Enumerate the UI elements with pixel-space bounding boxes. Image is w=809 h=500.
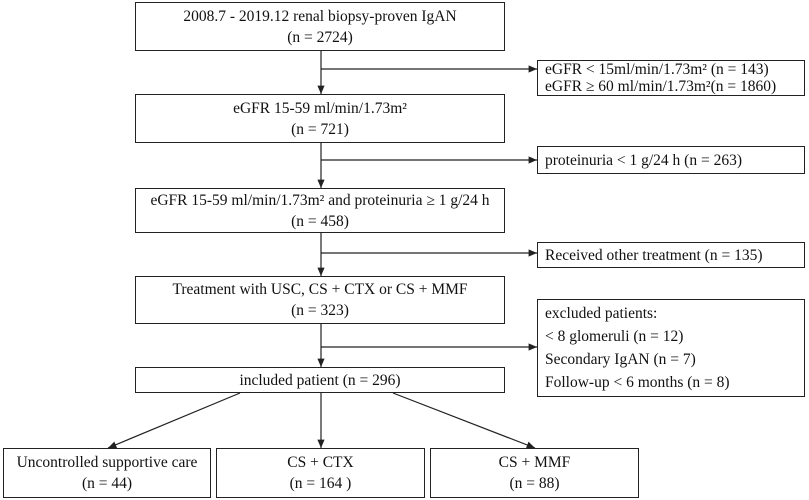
group-label: CS + CTX: [287, 454, 354, 471]
exclusion-box-other-treatment: Received other treatment (n = 135): [537, 242, 805, 268]
exclusion-line: eGFR < 15ml/min/1.73m² (n = 143): [545, 61, 769, 78]
box-count: (n = 721): [291, 120, 349, 138]
box-egfr-15-59: eGFR 15-59 ml/min/1.73m² (n = 721): [135, 94, 505, 143]
box-count: (n = 323): [291, 302, 349, 319]
exclusion-line: Received other treatment (n = 135): [545, 246, 763, 264]
box-text: included patient (n = 296): [239, 371, 401, 389]
exclusion-line: excluded patients:: [545, 305, 658, 322]
arrow-group-usc: [107, 392, 241, 449]
group-count: (n = 164 ): [289, 475, 352, 492]
box-text: Treatment with USC, CS + CTX or CS + MMF: [172, 281, 468, 298]
box-count: (n = 458): [291, 212, 349, 230]
box-count: (n = 2724): [287, 28, 353, 46]
group-box-usc: Uncontrolled supportive care (n = 44): [3, 448, 211, 498]
exclusion-box-egfr: eGFR < 15ml/min/1.73m² (n = 143) eGFR ≥ …: [537, 60, 805, 96]
exclusion-box-excluded-patients: excluded patients: < 8 glomeruli (n = 12…: [537, 299, 805, 397]
box-text: eGFR 15-59 ml/min/1.73m² and proteinuria…: [150, 191, 490, 209]
exclusion-line: eGFR ≥ 60 ml/min/1.73m²(n = 1860): [545, 78, 777, 95]
group-label: Uncontrolled supportive care: [16, 454, 198, 471]
arrow-group-mmf: [392, 392, 536, 449]
group-label: CS + MMF: [498, 454, 571, 471]
box-included: included patient (n = 296): [135, 367, 505, 393]
group-box-cs-mmf: CS + MMF (n = 88): [430, 448, 639, 498]
group-count: (n = 88): [509, 475, 560, 492]
exclusion-box-proteinuria: proteinuria < 1 g/24 h (n = 263): [537, 146, 805, 174]
box-text: eGFR 15-59 ml/min/1.73m²: [233, 99, 407, 117]
exclusion-line: < 8 glomeruli (n = 12): [545, 328, 684, 345]
exclusion-line: Follow-up < 6 months (n = 8): [545, 374, 730, 391]
group-box-cs-ctx: CS + CTX (n = 164 ): [216, 448, 425, 498]
group-count: (n = 44): [81, 475, 133, 492]
box-treatment: Treatment with USC, CS + CTX or CS + MMF…: [135, 276, 505, 324]
box-egfr-proteinuria: eGFR 15-59 ml/min/1.73m² and proteinuria…: [135, 188, 505, 233]
box-all-igan: 2008.7 - 2019.12 renal biopsy-proven IgA…: [135, 2, 505, 51]
exclusion-line: Secondary IgAN (n = 7): [545, 351, 696, 368]
exclusion-line: proteinuria < 1 g/24 h (n = 263): [545, 151, 742, 169]
box-text: 2008.7 - 2019.12 renal biopsy-proven IgA…: [183, 7, 457, 25]
